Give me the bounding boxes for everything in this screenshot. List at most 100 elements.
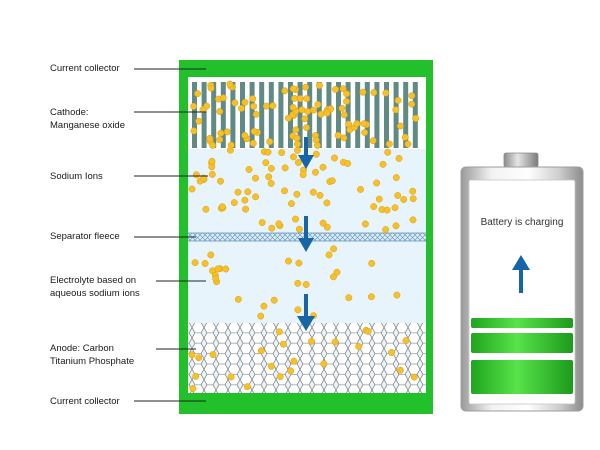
arrow-down-icon	[298, 137, 314, 169]
arrow-down-icon	[297, 294, 315, 331]
sodium-ion	[241, 132, 249, 139]
sodium-ion	[320, 360, 328, 368]
sodium-ion	[289, 85, 297, 93]
sodium-ion	[343, 90, 351, 98]
sodium-ion	[212, 275, 220, 282]
sodium-ion	[203, 102, 211, 110]
sodium-ion	[382, 89, 390, 97]
ion-flow-arrows	[297, 137, 315, 331]
cathode-rod	[393, 82, 399, 148]
sodium-ion	[317, 110, 325, 118]
sodium-ion	[208, 170, 216, 178]
sodium-ion	[264, 148, 272, 156]
sodium-ion	[294, 306, 302, 314]
sodium-ion	[231, 99, 239, 107]
sodium-ion	[222, 265, 230, 273]
sodium-ion	[188, 185, 196, 193]
sodium-ion	[293, 190, 301, 198]
sodium-ion	[250, 128, 258, 135]
battery-icon	[460, 152, 584, 412]
sodium-ion	[367, 293, 375, 301]
cathode-rod	[192, 82, 197, 148]
label-cathode-title: Cathode:	[50, 107, 89, 118]
sodium-ion	[201, 260, 209, 267]
sodium-ion	[325, 251, 333, 259]
sodium-ion	[241, 98, 249, 106]
sodium-ion	[189, 385, 197, 393]
charge-level-bar	[471, 318, 573, 328]
sodium-ion	[258, 219, 266, 227]
sodium-ion	[207, 84, 215, 92]
sodium-ion	[392, 222, 400, 230]
sodium-ion	[408, 100, 416, 108]
sodium-ion	[368, 259, 376, 267]
sodium-ion	[396, 366, 404, 374]
sodium-ion	[410, 373, 418, 381]
sodium-ion	[369, 137, 377, 145]
sodium-ion	[218, 203, 226, 211]
sodium-ion	[313, 141, 321, 149]
arrow-up-icon	[512, 255, 530, 293]
sodium-ion	[192, 171, 200, 179]
sodium-ion	[275, 328, 283, 336]
cathode-rod	[374, 82, 380, 148]
sodium-ion	[316, 191, 324, 199]
sodium-ion	[384, 148, 392, 156]
sodium-ion	[291, 94, 298, 102]
sodium-ion	[279, 340, 287, 348]
sodium-ion	[303, 95, 311, 103]
sodium-ion	[244, 188, 252, 196]
sodium-ion	[370, 89, 378, 96]
sodium-ion	[192, 372, 200, 380]
sodium-ion	[276, 373, 284, 381]
sodium-ion	[314, 101, 322, 108]
sodium-ion	[357, 185, 364, 193]
sodium-ion	[290, 153, 297, 161]
sodium-ion	[188, 351, 196, 359]
sodium-ion	[309, 188, 317, 196]
sodium-ion	[385, 140, 393, 148]
sodium-ion	[226, 146, 234, 154]
sodium-ion	[252, 110, 260, 118]
sodium-ion	[217, 129, 225, 137]
sodium-ion	[408, 92, 416, 100]
sodium-ion	[252, 193, 260, 201]
sodium-ion	[323, 223, 331, 231]
sodium-ion	[400, 196, 408, 203]
sodium-ion	[257, 312, 265, 320]
sodium-ion	[266, 138, 274, 146]
sodium-ion	[238, 104, 245, 112]
sodium-ion	[200, 174, 208, 182]
sodium-ion	[330, 273, 337, 281]
sodium-ion	[353, 120, 361, 128]
arrow-down-icon	[298, 216, 314, 252]
sodium-ion	[312, 150, 320, 158]
sodium-ion	[267, 179, 275, 187]
sodium-ion	[260, 302, 268, 310]
charge-level-bar	[471, 333, 573, 353]
sodium-ion	[361, 129, 369, 136]
sodium-ion	[202, 205, 210, 213]
cathode-rod	[403, 82, 409, 148]
sodium-ion	[190, 127, 198, 135]
sodium-ion	[412, 114, 420, 122]
sodium-ion	[319, 163, 327, 171]
sodium-ion	[288, 200, 295, 208]
sodium-ion	[252, 174, 259, 182]
cathode-rod	[336, 82, 341, 148]
sodium-ion	[265, 173, 273, 181]
cathode-rod	[240, 82, 245, 148]
sodium-ion	[281, 164, 289, 172]
label-anode-2: Titanium Phosphate	[50, 356, 135, 367]
sodium-ion	[373, 179, 381, 187]
sodium-ion	[216, 136, 224, 144]
sodium-ion	[339, 85, 347, 93]
sodium-ion	[360, 120, 368, 128]
sodium-ion	[303, 124, 310, 132]
cathode-rod	[259, 82, 265, 148]
label-separator: Separator fleece	[50, 231, 120, 242]
sodium-ion	[295, 259, 303, 267]
sodium-ion	[330, 245, 338, 253]
label-sodium-ions: Sodium Ions	[50, 171, 103, 182]
label-current-collector-top: Current collector	[50, 63, 120, 74]
